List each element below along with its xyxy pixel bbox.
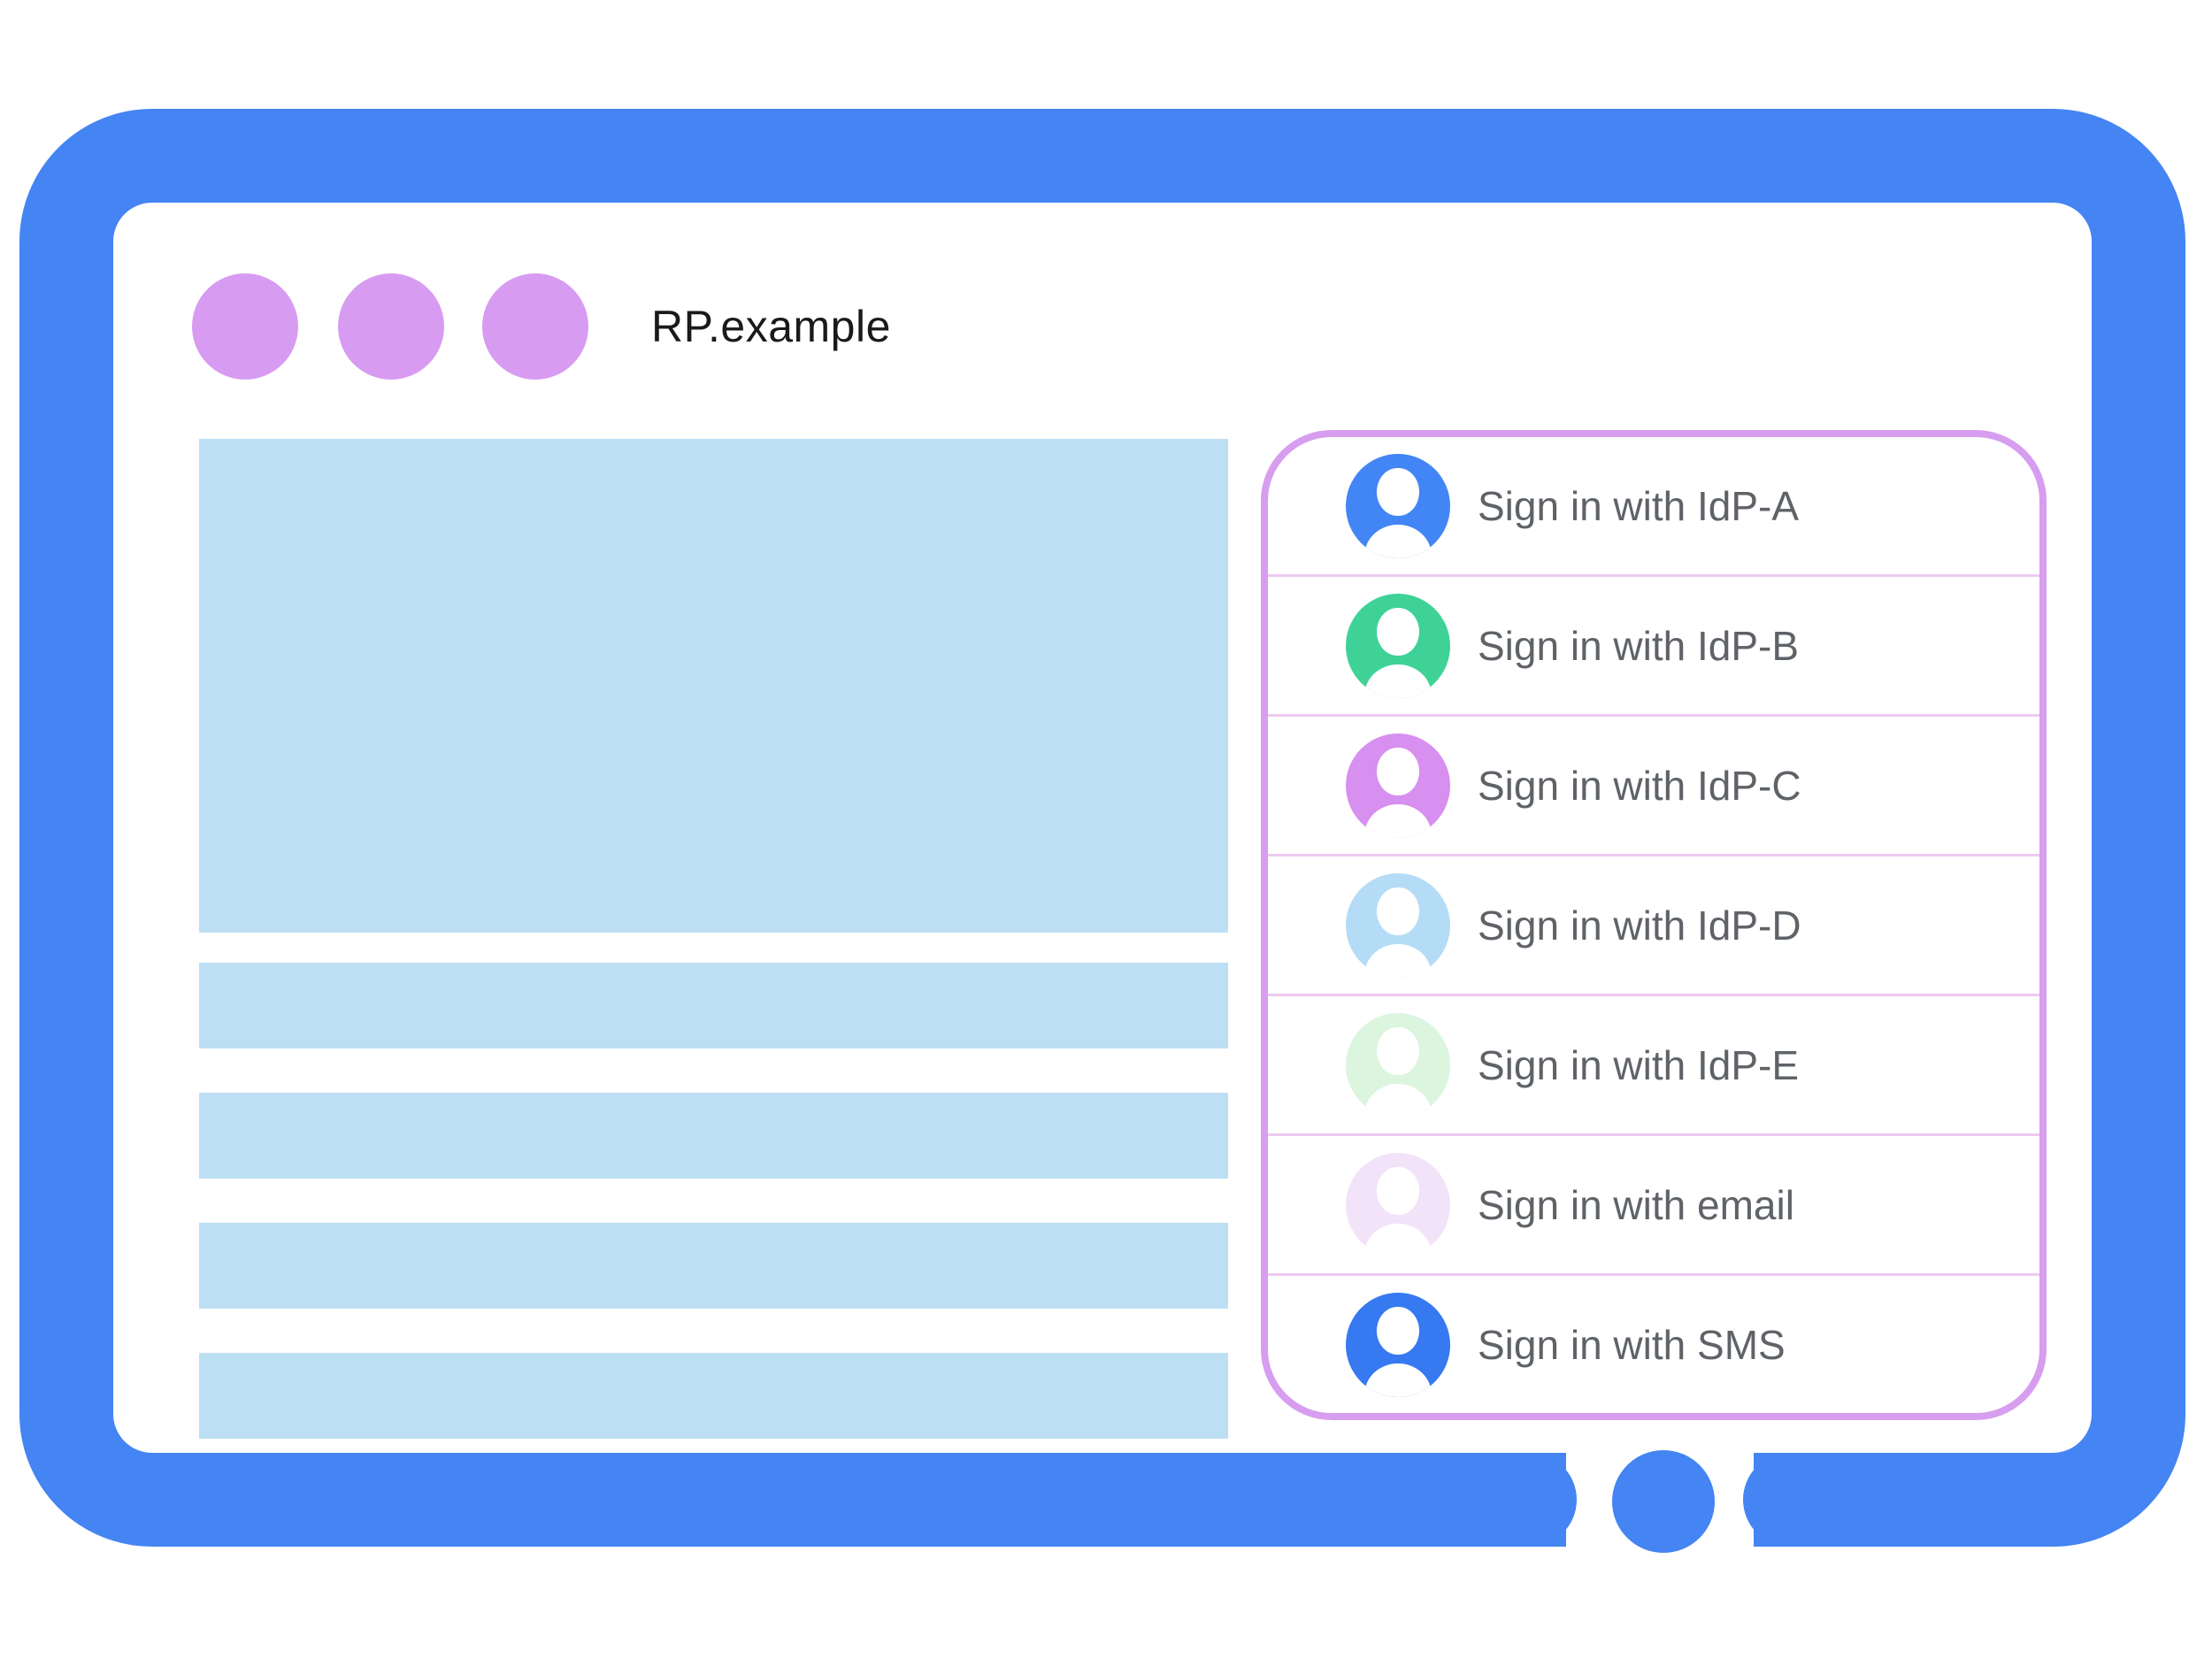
person-torso: [1364, 803, 1432, 838]
window-dot-icon: [338, 273, 444, 380]
content-placeholder-bar: [199, 1223, 1228, 1309]
person-icon: [1346, 872, 1450, 978]
person-head: [1377, 1027, 1419, 1076]
signin-option-sms[interactable]: Sign in with SMS: [1268, 1273, 2039, 1413]
signin-option-label: Sign in with IdP-C: [1478, 762, 1801, 809]
person-icon: [1346, 453, 1450, 558]
person-torso: [1364, 1223, 1432, 1257]
person-torso: [1364, 1363, 1432, 1397]
signin-option-idp-b[interactable]: Sign in with IdP-B: [1268, 574, 2039, 714]
signin-option-label: Sign in with IdP-B: [1478, 622, 1800, 669]
person-torso: [1364, 1083, 1432, 1118]
person-head: [1377, 1307, 1419, 1356]
signin-option-idp-d[interactable]: Sign in with IdP-D: [1268, 854, 2039, 994]
signin-account-chooser-panel: Sign in with IdP-A Sign in with IdP-B Si…: [1261, 430, 2047, 1420]
signin-option-label: Sign in with SMS: [1478, 1321, 1786, 1368]
person-torso: [1364, 664, 1432, 698]
signin-option-idp-e[interactable]: Sign in with IdP-E: [1268, 994, 2039, 1133]
person-head: [1377, 608, 1419, 657]
signin-option-label: Sign in with IdP-D: [1478, 902, 1801, 949]
person-head: [1377, 748, 1419, 796]
frame-bottom-bar-left-cap: [1462, 1453, 1577, 1547]
content-placeholder-bar: [199, 1093, 1228, 1179]
person-icon: [1346, 593, 1450, 698]
person-head: [1377, 1167, 1419, 1216]
signin-option-email[interactable]: Sign in with email: [1268, 1133, 2039, 1273]
content-placeholder-bar: [199, 1353, 1228, 1439]
signin-option-label: Sign in with IdP-A: [1478, 482, 1800, 529]
content-placeholder-bar: [199, 963, 1228, 1048]
signin-option-idp-c[interactable]: Sign in with IdP-C: [1268, 714, 2039, 854]
person-head: [1377, 468, 1419, 517]
home-button-circle: [1612, 1450, 1715, 1553]
page-title: RP.example: [651, 302, 891, 351]
person-icon: [1346, 733, 1450, 838]
person-icon: [1346, 1292, 1450, 1397]
window-dot-icon: [192, 273, 298, 380]
signin-option-label: Sign in with IdP-E: [1478, 1041, 1800, 1088]
signin-option-label: Sign in with email: [1478, 1181, 1794, 1228]
signin-option-idp-a[interactable]: Sign in with IdP-A: [1268, 437, 2039, 574]
window-dot-icon: [482, 273, 588, 380]
content-placeholder-hero: [199, 439, 1228, 933]
frame-bottom-bar-right-cap: [1743, 1453, 1858, 1547]
person-torso: [1364, 943, 1432, 978]
person-icon: [1346, 1012, 1450, 1118]
person-icon: [1346, 1152, 1450, 1257]
person-torso: [1364, 524, 1432, 558]
person-head: [1377, 887, 1419, 936]
